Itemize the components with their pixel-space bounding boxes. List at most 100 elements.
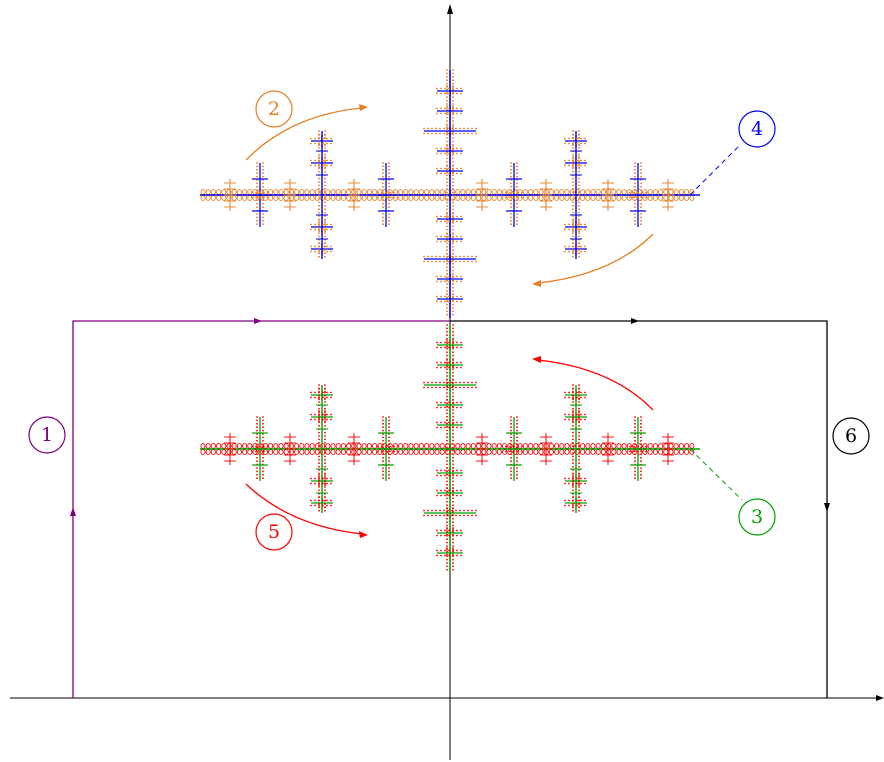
fractal-big-dots — [578, 509, 580, 512]
fractal-loop — [372, 195, 378, 201]
fractal-mid-branch-dots — [388, 436, 390, 439]
fractal-big-cross-dots — [578, 223, 580, 226]
fractal-central-cross-dots — [440, 235, 442, 238]
fractal-central-cross-dots — [452, 87, 454, 90]
fractal-mid-branch-dots — [640, 453, 642, 456]
fractal-loop — [299, 449, 305, 455]
fractal-central-cross-dots — [452, 220, 454, 223]
fractal-central-cross-dots — [444, 489, 446, 492]
fractal-mid-branch-dots — [381, 191, 383, 194]
fractal-central-cross-dots — [436, 152, 438, 155]
fractal-big-cross-dots — [572, 230, 574, 233]
fractal-central-cross-dots — [456, 280, 458, 283]
fractal-loop — [231, 189, 237, 195]
fractal-loop — [403, 449, 409, 455]
fractal-central-dots — [446, 222, 448, 224]
fractal-loop — [325, 189, 331, 195]
fractal-loop — [236, 443, 242, 449]
fractal-loop — [340, 195, 346, 201]
fractal-central-cross-dots — [427, 514, 429, 517]
fractal-central-cross-dots — [452, 366, 454, 369]
fractal-big-cross-dots — [310, 142, 312, 145]
fractal-big-dots — [324, 255, 326, 258]
fractal-mid-branch-dots — [382, 185, 384, 188]
fractal-central-dots — [452, 449, 454, 452]
fractal-loop — [210, 195, 216, 201]
fractal-big-cross-dots — [584, 413, 586, 416]
fractal-mid-branch-dots — [510, 175, 512, 178]
fractal-big-cross-dots — [324, 226, 326, 229]
fractal-big-cross-dots — [326, 396, 328, 399]
fractal-central-cross-dots — [452, 419, 454, 421]
fractal-big-dots — [324, 435, 326, 437]
fractal-central-cross-dots — [456, 87, 458, 90]
fractal-mid-branch-dots — [382, 439, 384, 442]
fractal-loop — [496, 195, 502, 201]
fractal-mid-branch-dots — [634, 182, 636, 185]
fractal-mid-branch-dots — [393, 191, 395, 194]
fractal-central-dots — [446, 330, 448, 333]
fractal-central-cross-dots — [451, 132, 453, 135]
fractal-central-dots — [446, 541, 448, 544]
fractal-big-cross-dots — [572, 396, 574, 399]
fractal-mid-branch-dots — [510, 422, 512, 425]
fractal-central-cross-dots — [456, 361, 458, 364]
fractal-loop — [268, 449, 274, 455]
fractal-central-cross-dots — [456, 235, 458, 238]
fractal-big-cross-dots — [324, 496, 326, 498]
fractal-big-cross-dots — [572, 223, 574, 226]
fractal-central-cross-dots — [448, 341, 450, 344]
fractal-big-cross-dots — [576, 499, 578, 502]
fractal-big-dots — [578, 441, 580, 444]
fractal-mid-branch-dots — [377, 196, 379, 199]
fractal-mid-branch-dots — [510, 443, 512, 446]
fractal-mid-branch-dots — [640, 426, 642, 429]
fractal-big-cross-dots — [324, 410, 326, 412]
fractal-central-cross-dots — [436, 92, 438, 95]
fractal-central-dots — [446, 388, 448, 391]
fractal-big-cross-dots — [326, 482, 328, 485]
fractal-central-cross-dots — [456, 421, 458, 424]
fractal-central-cross-dots — [447, 381, 449, 384]
fractal-big-cross-dots — [576, 137, 578, 140]
fractal-mid-branch-dots — [262, 206, 264, 209]
fractal-big-cross-dots — [584, 228, 586, 231]
fractal-central-dots — [452, 351, 454, 354]
fractal-loop — [434, 195, 440, 201]
fractal-mid-branch-dots — [262, 172, 264, 175]
fractal-central-dots — [452, 453, 454, 456]
fractal-loop — [418, 189, 424, 195]
fractal-loop — [294, 443, 300, 449]
fractal-central-dots — [446, 228, 448, 231]
fractal-mid-branch-dots — [382, 213, 384, 215]
fractal-big-cross-dots — [568, 250, 570, 253]
fractal-loop — [559, 189, 565, 195]
fractal-big-cross-dots — [576, 142, 578, 145]
fractal-loop — [346, 195, 352, 201]
fractal-mid-branch-dots — [381, 196, 383, 199]
fractal-mid-branch-dots — [516, 470, 518, 473]
fractal-central-cross-dots — [475, 381, 477, 384]
fractal-central-cross-dots — [460, 469, 462, 472]
fractal-loop — [522, 189, 528, 195]
fractal-central-dots — [452, 242, 454, 245]
fractal-central-cross-dots — [446, 507, 448, 509]
fractal-big-cross-dots — [322, 159, 324, 162]
fractal-central-cross-dots — [452, 235, 454, 238]
fractal-mid-branch-dots — [517, 450, 519, 453]
fractal-loop — [585, 189, 591, 195]
fractal-central-cross-dots — [446, 85, 448, 87]
fractal-central-cross-dots — [443, 514, 445, 517]
fractal-loop — [621, 189, 627, 195]
fractal-central-dots — [446, 432, 448, 435]
fractal-big-cross-dots — [578, 248, 580, 251]
fractal-central-dots — [452, 208, 454, 211]
fractal-big-cross-dots — [580, 137, 582, 140]
fractal-mid-branch-dots — [262, 426, 264, 429]
fractal-big-cross-dots — [572, 418, 574, 421]
fractal-big-cross-dots — [318, 391, 320, 394]
fractal-central-cross-dots — [452, 167, 454, 170]
fractal-big-dots — [324, 208, 326, 211]
fractal-big-dots — [324, 452, 326, 454]
fractal-big-dots — [318, 445, 320, 448]
